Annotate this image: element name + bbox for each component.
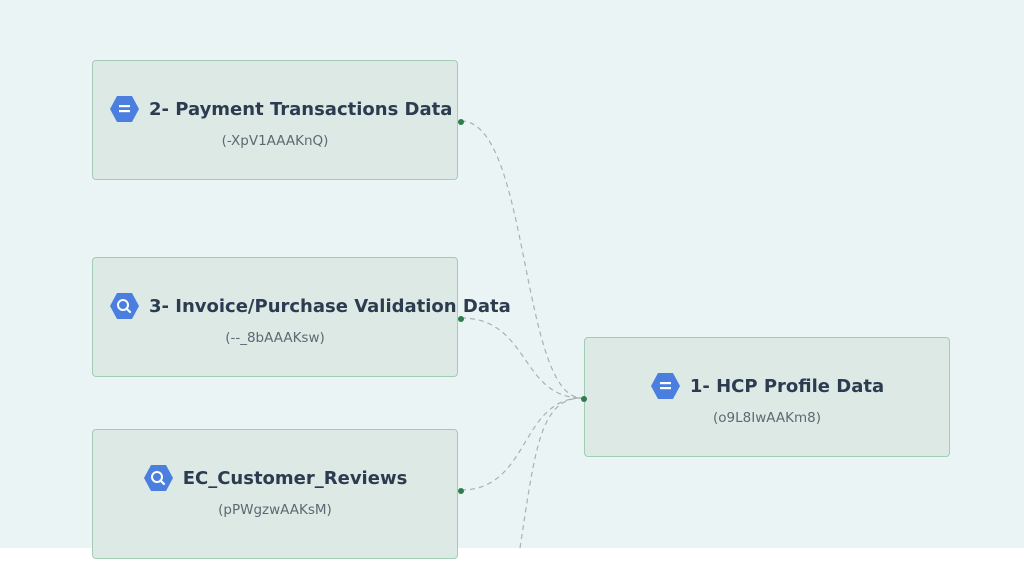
output-port[interactable] (458, 119, 464, 125)
node-payment-transactions[interactable]: 2- Payment Transactions Data (-XpV1AAAKn… (92, 60, 464, 180)
edge-invoice-to-hcp (460, 317, 583, 399)
node-customer-reviews[interactable]: EC_Customer_Reviews (pPWgzwAAKsM) (92, 429, 464, 559)
node-hcp-profile[interactable]: 1- HCP Profile Data (o9L8IwAAKm8) (581, 337, 950, 457)
node-title: 2- Payment Transactions Data (149, 98, 453, 120)
output-port[interactable] (458, 488, 464, 494)
node-invoice-validation[interactable]: 3- Invoice/Purchase Validation Data (--_… (92, 257, 511, 377)
node-title: EC_Customer_Reviews (182, 467, 408, 489)
edge-reviews-to-hcp (460, 397, 583, 491)
node-title: 1- HCP Profile Data (689, 375, 885, 397)
node-id: (o9L8IwAAKm8) (713, 410, 821, 426)
node-id: (-XpV1AAAKnQ) (221, 133, 329, 149)
query-icon (110, 293, 139, 319)
edge-payment-to-hcp (460, 120, 583, 399)
table-icon (650, 373, 680, 399)
query-icon (143, 465, 173, 491)
edge-offscreen-to-hcp (519, 397, 583, 549)
output-port[interactable] (458, 316, 464, 322)
node-id: (pPWgzwAAKsM) (218, 502, 332, 518)
node-title: 3- Invoice/Purchase Validation Data (149, 295, 511, 317)
node-id: (--_8bAAAKsw) (225, 330, 325, 346)
table-icon (110, 96, 139, 122)
input-port[interactable] (581, 396, 587, 402)
lineage-edges (460, 120, 583, 549)
